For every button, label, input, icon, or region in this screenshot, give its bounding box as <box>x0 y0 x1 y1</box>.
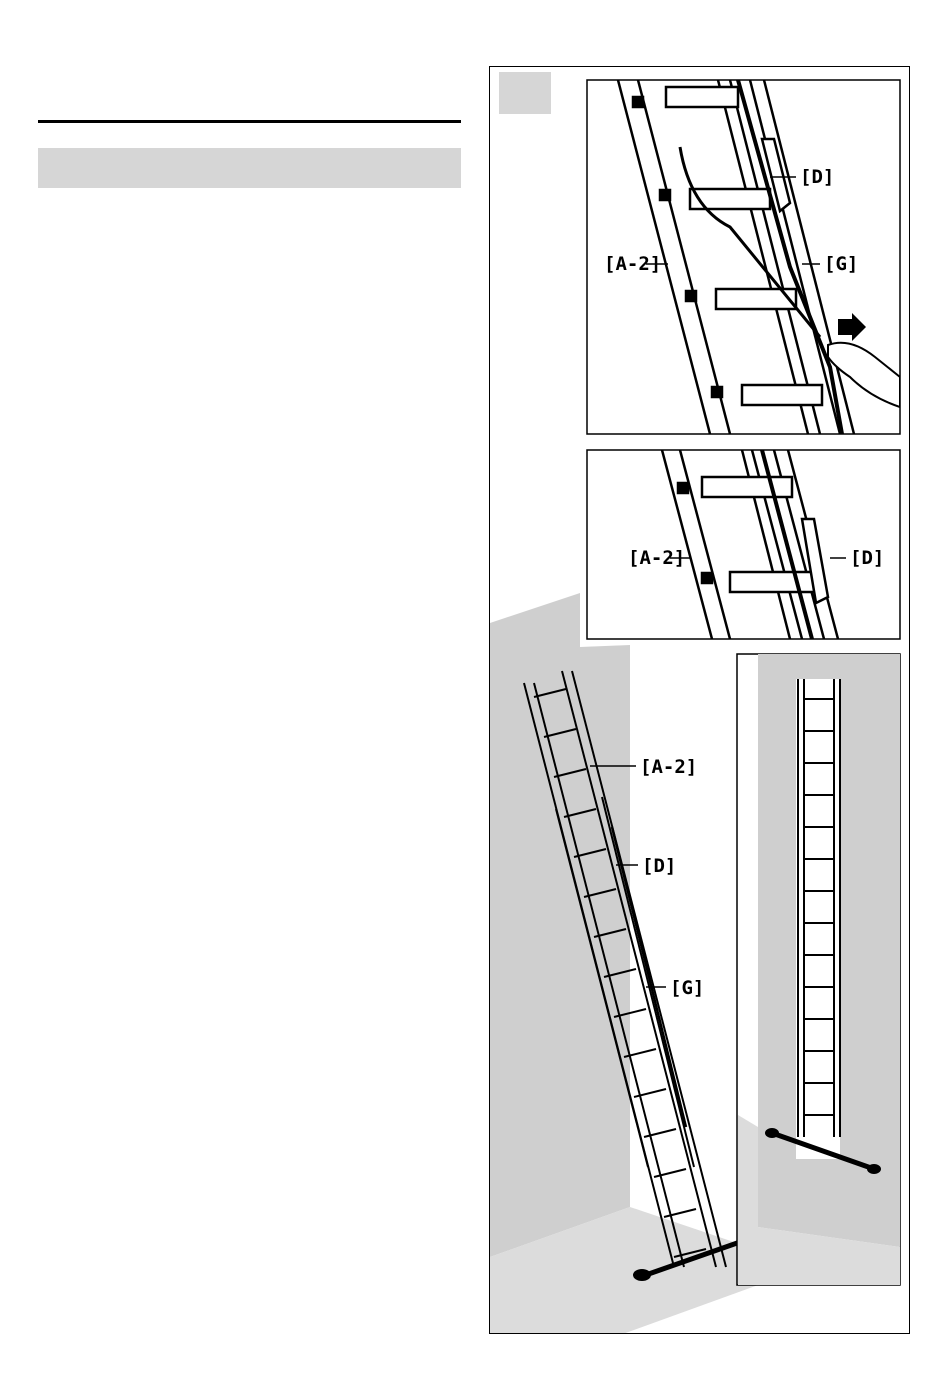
label-d-2: [D] <box>850 547 884 569</box>
inset-pull-rope: [D] [A-2] [G] <box>587 80 900 434</box>
label-d-1: [D] <box>800 166 834 188</box>
instruction-figure: [D] [A-2] [G] [A-2] [D] <box>489 66 910 1334</box>
label-a2-2: [A-2] <box>628 547 685 569</box>
label-d-3: [D] <box>642 855 676 877</box>
label-a2-1: [A-2] <box>604 253 661 275</box>
inset-retracted-ladder <box>737 654 900 1285</box>
label-g-3: [G] <box>670 977 704 999</box>
label-a2-3: [A-2] <box>640 756 697 778</box>
section-heading-bar <box>38 148 461 188</box>
inset-hook-engaged: [A-2] [D] <box>587 450 900 639</box>
step-number-badge <box>499 72 551 114</box>
section-rule <box>38 120 461 123</box>
label-g-1: [G] <box>824 253 858 275</box>
figure-svg: [D] [A-2] [G] [A-2] [D] <box>490 67 910 1334</box>
